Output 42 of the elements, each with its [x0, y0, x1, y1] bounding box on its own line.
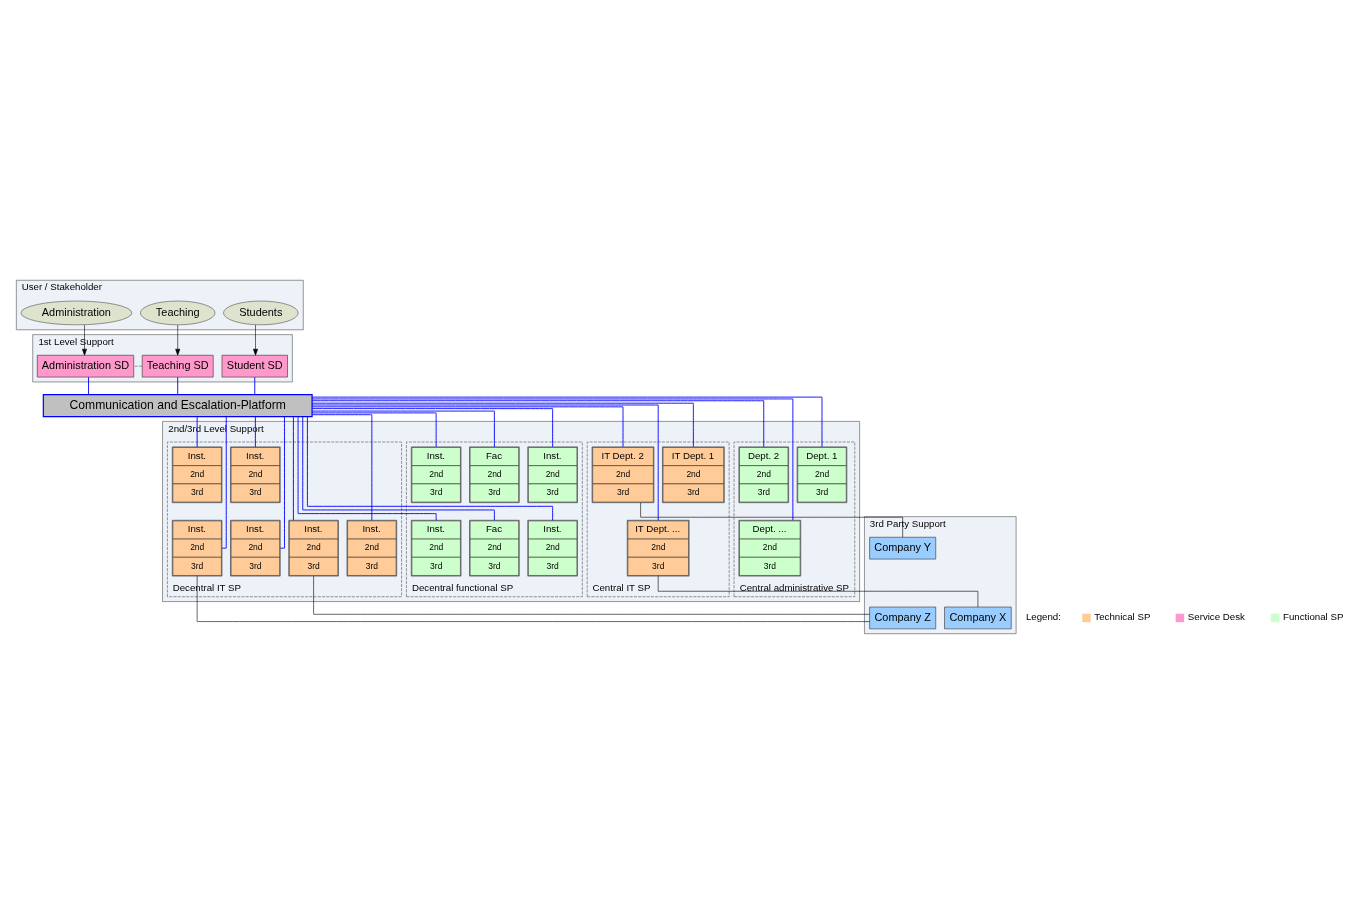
connector [311, 396, 823, 447]
arrow [253, 324, 258, 356]
node-box: Teaching SD [141, 354, 214, 377]
connector [311, 411, 437, 447]
connector [221, 415, 227, 549]
connector [311, 405, 624, 447]
arrow [175, 324, 181, 356]
connector [196, 415, 198, 447]
connector [88, 376, 89, 395]
node-ellipse: Administration [20, 300, 133, 325]
connector [311, 404, 659, 521]
arrow [82, 324, 87, 356]
connector [657, 575, 979, 607]
node-ellipse: Students [223, 300, 299, 325]
connector [254, 376, 256, 395]
connector [311, 398, 794, 521]
connector [311, 407, 554, 447]
connector [292, 415, 294, 521]
node-box: Administration SD [36, 354, 135, 377]
connector [311, 399, 765, 447]
legend-label: Functional SP [1283, 610, 1344, 622]
connector [133, 365, 143, 366]
connector [640, 502, 903, 537]
node-ellipse: Teaching [140, 300, 216, 325]
connector [196, 575, 870, 622]
node-box: Company Y [869, 536, 937, 559]
node-box: Communication and Escalation-Platform [42, 393, 313, 417]
connector [311, 413, 373, 521]
connector [280, 415, 285, 549]
connector [311, 410, 495, 447]
connector [297, 415, 437, 521]
legend-label: Technical SP [1094, 610, 1151, 622]
connector [177, 376, 179, 395]
connector [306, 415, 554, 521]
node-box: Company Z [869, 606, 937, 629]
connector [302, 415, 495, 521]
connector [311, 402, 694, 447]
connector [313, 575, 870, 615]
node-box: Company X [944, 606, 1012, 629]
legend-label: Service Desk [1187, 610, 1245, 622]
label: Legend: [1025, 610, 1061, 622]
node-box: Student SD [221, 354, 288, 377]
